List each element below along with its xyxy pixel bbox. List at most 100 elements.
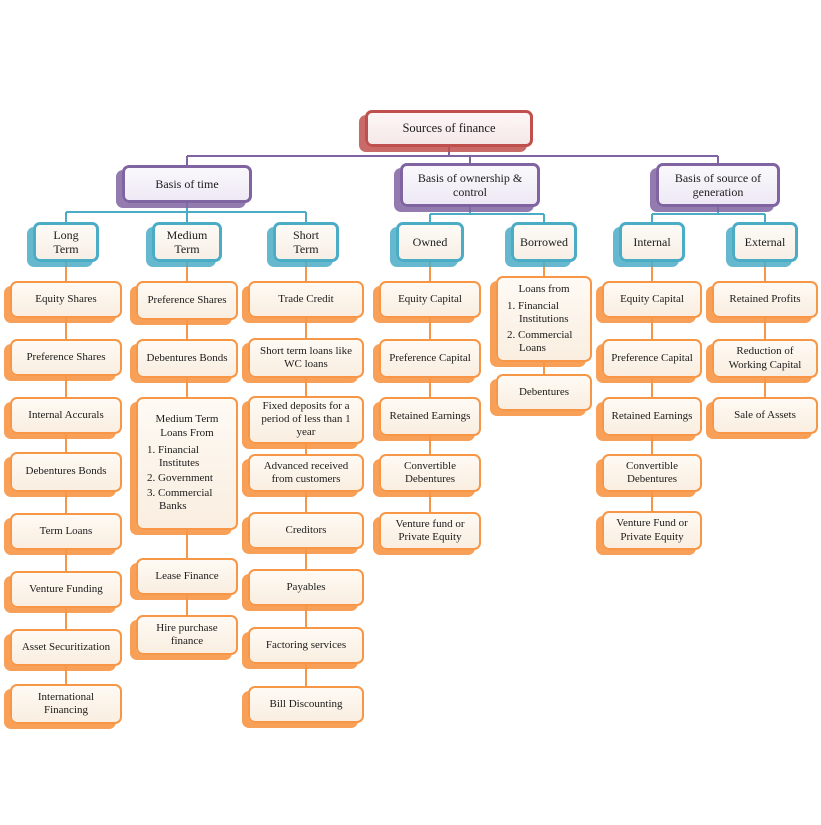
list-number: 2.	[507, 328, 518, 341]
item-debentures-bonds: Debentures Bonds	[136, 339, 238, 378]
node-label: Trade Credit	[278, 292, 334, 305]
list-text: Financial Institutes	[158, 443, 200, 469]
list-number: 1.	[147, 443, 158, 456]
node-label: Convertible Debentures	[626, 459, 678, 485]
list-text: Commercial Loans	[518, 328, 573, 354]
node-basis-of-generation: Basis of source of generation	[656, 163, 780, 207]
node-label: Short term loans like WC loans	[260, 344, 352, 370]
node-label: Equity Capital	[620, 292, 684, 305]
node-label: Preference Shares	[147, 293, 227, 306]
item-preference-shares: Preference Shares	[136, 281, 238, 320]
item-debentures-bonds: Debentures Bonds	[10, 452, 122, 492]
item-equity-capital: Equity Capital	[379, 281, 481, 318]
item-debentures: Debentures	[496, 374, 592, 411]
node-label: Basis of ownership & control	[417, 170, 523, 199]
connector-segment	[186, 147, 719, 165]
item-asset-securitization: Asset Securitization	[10, 629, 122, 666]
node-label: Factoring services	[265, 638, 347, 651]
node-label: Creditors	[285, 523, 327, 536]
list-number: 2.	[147, 472, 158, 485]
node-label: Fixed deposits for a period of less than…	[261, 400, 351, 439]
list-text: Commercial Banks	[158, 487, 213, 513]
item-retained-profits: Retained Profits	[712, 281, 818, 318]
node-basis-of-ownership: Basis of ownership & control	[400, 163, 540, 207]
node-label: Venture Funding	[29, 582, 103, 595]
item-creditors: Creditors	[248, 512, 364, 549]
node-label: External	[744, 234, 786, 249]
node-label: Internal Accurals	[28, 408, 104, 421]
item-convertible-debentures: Convertible Debentures	[379, 454, 481, 492]
node-label: Sale of Assets	[734, 408, 796, 421]
node-label: Payables	[286, 580, 326, 593]
node-label: Owned	[412, 234, 448, 249]
item-international-financing: International Financing	[10, 684, 122, 724]
node-label: Bill Discounting	[269, 697, 343, 710]
item-bill-discounting: Bill Discounting	[248, 686, 364, 723]
node-basis-of-time: Basis of time	[122, 165, 252, 203]
node-label: Retained Profits	[729, 292, 801, 305]
list-item: 3. Commercial Banks	[143, 487, 231, 513]
node-label: Retained Earnings	[611, 409, 693, 422]
node-label: Sources of finance	[402, 121, 496, 135]
node-label: Loans from	[518, 283, 570, 296]
node-medium-term: Medium Term	[152, 222, 222, 262]
connector-segment	[65, 203, 307, 222]
node-short-term: Short Term	[273, 222, 339, 262]
item-sale-of-assets: Sale of Assets	[712, 397, 818, 434]
node-label: Basis of source of generation	[674, 170, 762, 199]
list-number: 3.	[147, 487, 158, 500]
item-retained-earnings: Retained Earnings	[379, 397, 481, 436]
node-label: Retained Earnings	[389, 409, 471, 422]
node-label: Medium Term	[166, 227, 208, 256]
node-label: Short Term	[292, 227, 319, 256]
node-label: Debentures	[518, 385, 570, 398]
list-text: Financial Institutions	[518, 300, 569, 326]
item-equity-shares: Equity Shares	[10, 281, 122, 318]
item-internal-accurals: Internal Accurals	[10, 397, 122, 434]
item-hire-purchase-finance: Hire purchase finance	[136, 615, 238, 655]
item-term-loans: Term Loans	[10, 513, 122, 550]
node-label: Internal	[633, 234, 671, 249]
item-advanced-received-from-customers: Advanced received from customers	[248, 454, 364, 492]
item-equity-capital: Equity Capital	[602, 281, 702, 318]
node-label: Medium Term Loans From	[155, 413, 219, 439]
item-preference-shares: Preference Shares	[10, 339, 122, 376]
node-label: Preference Shares	[26, 350, 106, 363]
item-venture-funding: Venture Funding	[10, 571, 122, 608]
list-number: 1.	[507, 300, 518, 313]
node-label: Advanced received from customers	[263, 459, 349, 485]
node-label: Venture Fund or Private Equity	[616, 517, 688, 543]
node-label: Debentures Bonds	[146, 351, 228, 364]
item-venture-fund-or-private-equity: Venture fund or Private Equity	[379, 512, 481, 550]
list-item: 1. Financial Institutions	[503, 300, 585, 326]
node-borrowed: Borrowed	[511, 222, 577, 262]
item-payables: Payables	[248, 569, 364, 606]
item-medium-term-loans-from: Medium Term Loans From 1. Financial Insti…	[136, 397, 238, 530]
node-label: Basis of time	[155, 176, 219, 191]
node-label: Preference Capital	[611, 351, 693, 364]
node-owned: Owned	[396, 222, 464, 262]
item-fixed-deposits-for-a-period-of-less-than-1-year: Fixed deposits for a period of less than…	[248, 396, 364, 444]
item-trade-credit: Trade Credit	[248, 281, 364, 318]
node-label: Hire purchase finance	[156, 621, 218, 647]
node-label: Equity Capital	[398, 292, 462, 305]
node-label: Term Loans	[39, 524, 93, 537]
node-label: Reduction of Working Capital	[728, 345, 802, 371]
node-long-term: Long Term	[33, 222, 99, 262]
node-label: Debentures Bonds	[25, 465, 107, 478]
item-preference-capital: Preference Capital	[602, 339, 702, 378]
list-item: 2. Government	[143, 472, 231, 485]
list-text: Government	[158, 472, 213, 485]
node-label: Borrowed	[520, 234, 568, 249]
list-item: 1. Financial Institutes	[143, 444, 231, 470]
item-retained-earnings: Retained Earnings	[602, 397, 702, 436]
connector-segment	[429, 207, 545, 222]
item-factoring-services: Factoring services	[248, 627, 364, 664]
item-lease-finance: Lease Finance	[136, 558, 238, 595]
node-sources-of-finance: Sources of finance	[365, 110, 533, 147]
connector-segment	[651, 207, 766, 222]
node-label: International Financing	[37, 690, 95, 716]
